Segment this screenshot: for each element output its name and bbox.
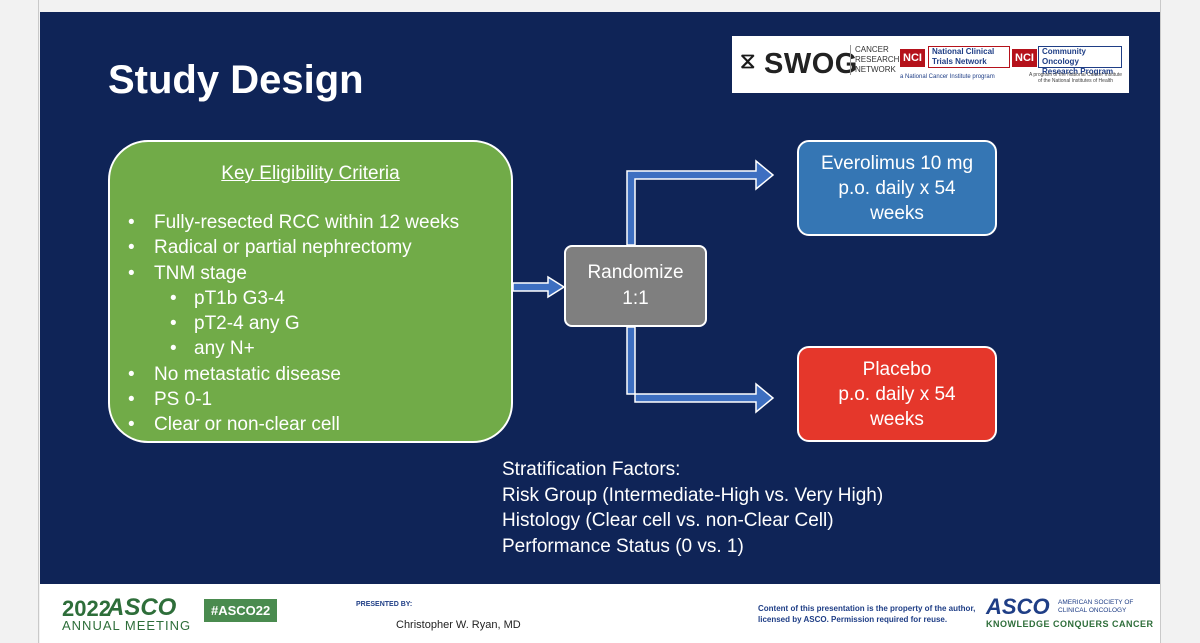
criteria-item: PS 0-1: [128, 387, 459, 413]
copyright-notice: Content of this presentation is the prop…: [758, 604, 976, 624]
nci-logo: NCI: [1012, 49, 1037, 67]
flow-arrows: [512, 159, 775, 414]
arm-line: Everolimus 10 mg: [820, 152, 974, 174]
dna-icon: ⧖: [740, 48, 756, 73]
slide: Study Design ⧖ SWOG CANCER RESEARCH NETW…: [40, 12, 1160, 584]
stratification-heading: Stratification Factors:: [502, 459, 681, 480]
asco-logo: ASCO: [107, 594, 177, 621]
arm-line: p.o. daily x 54: [838, 177, 956, 199]
page-edge-left: [38, 0, 39, 643]
randomize-label: Randomize: [587, 262, 684, 283]
stratification-line: Performance Status (0 vs. 1): [502, 535, 744, 557]
arm-line: weeks: [870, 202, 924, 224]
criteria-subitem: any N+: [128, 336, 459, 362]
criteria-item: Radical or partial nephrectomy: [128, 235, 459, 261]
criteria-heading: Key Eligibility Criteria: [221, 163, 400, 184]
annual-meeting-label: ANNUAL MEETING: [62, 618, 192, 633]
presenter-name: Christopher W. Ryan, MD: [396, 619, 521, 631]
asco-org-name: AMERICAN SOCIETY OF CLINICAL ONCOLOGY: [1058, 599, 1138, 615]
arrow-to-randomize: [512, 275, 566, 299]
arm-line: p.o. daily x 54: [838, 383, 956, 405]
presented-by-label: PRESENTED BY:: [356, 601, 413, 608]
arm-line: weeks: [870, 408, 924, 430]
criteria-item: Fully-resected RCC within 12 weeks: [128, 210, 459, 236]
nci-ncorp-line: Research Program: [1042, 67, 1114, 76]
asco-org-line: CLINICAL ONCOLOGY: [1058, 607, 1127, 614]
criteria-item: No metastatic disease: [128, 362, 459, 388]
swog-sub-line: NETWORK: [855, 65, 896, 74]
placebo-arm-box: Placebo p.o. daily x 54 weeks: [797, 346, 997, 442]
criteria-subitem: pT2-4 any G: [128, 311, 459, 337]
arm-line: Placebo: [862, 358, 932, 380]
slide-title: Study Design: [108, 58, 364, 102]
stratification-factors: Stratification Factors: Risk Group (Inte…: [502, 457, 883, 559]
hashtag-badge: #ASCO22: [204, 599, 278, 622]
stratification-line: Histology (Clear cell vs. non-Clear Cell…: [502, 510, 834, 531]
swog-sub-line: CANCER: [855, 45, 889, 54]
criteria-subitem: pT1b G3-4: [128, 286, 459, 312]
meeting-year: 2022: [62, 596, 111, 621]
partner-logos: ⧖ SWOG CANCER RESEARCH NETWORK NCI Natio…: [732, 36, 1129, 93]
arrow-to-placebo: [626, 326, 775, 414]
asco-org-line: AMERICAN SOCIETY OF: [1058, 599, 1134, 606]
nci-ctn-line: National Clinical: [932, 47, 995, 56]
stratification-line: Risk Group (Intermediate-High vs. Very H…: [502, 484, 884, 506]
nci-ctn-line: Trials Network: [932, 57, 987, 66]
asco-tagline: KNOWLEDGE CONQUERS CANCER: [986, 619, 1154, 629]
criteria-item: TNM stage: [128, 261, 459, 287]
randomize-ratio: 1:1: [622, 288, 649, 309]
slide-footer: 2022 ASCO ANNUAL MEETING #ASCO22 PRESENT…: [40, 584, 1160, 643]
swog-subtitle: CANCER RESEARCH NETWORK: [850, 45, 899, 75]
nci-ctn-label: National Clinical Trials Network: [928, 46, 1010, 68]
asco-org-logo: ASCO: [986, 594, 1050, 619]
swog-logo: SWOG: [764, 48, 858, 80]
nci-ncorp-label: Community Oncology Research Program: [1038, 46, 1122, 76]
randomize-box: Randomize 1:1: [564, 245, 707, 327]
swog-sub-line: RESEARCH: [855, 55, 900, 64]
everolimus-arm-box: Everolimus 10 mg p.o. daily x 54 weeks: [797, 140, 997, 236]
criteria-item: Clear or non-clear cell: [128, 412, 459, 438]
arrow-to-everolimus: [626, 159, 775, 246]
criteria-list: Fully-resected RCC within 12 weeks Radic…: [128, 210, 459, 438]
nci-logo: NCI: [900, 49, 925, 67]
eligibility-criteria-box: Key Eligibility Criteria Fully-resected …: [108, 140, 513, 443]
page-edge-right: [1160, 0, 1161, 643]
nci-ctn-subtitle: a National Cancer Institute program: [900, 74, 995, 80]
nci-ncorp-line: Community Oncology: [1042, 47, 1086, 66]
nci-ncorp-subtitle: A program of the National Cancer Institu…: [1028, 72, 1123, 84]
